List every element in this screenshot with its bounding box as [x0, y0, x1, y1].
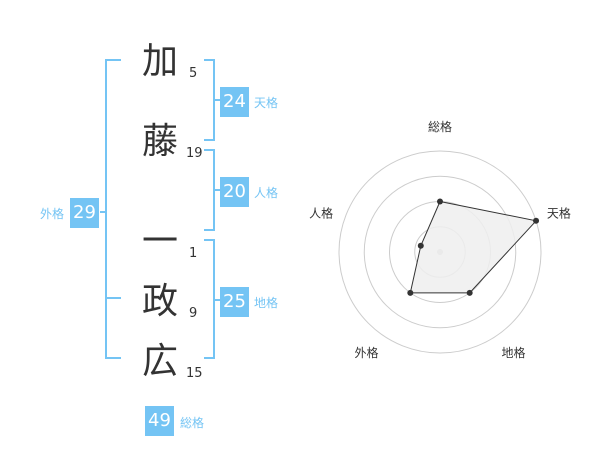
stroke-count-2: 19: [186, 146, 203, 161]
stroke-count-4: 9: [189, 306, 198, 321]
soukaku-label: 総格: [180, 416, 205, 430]
radar-axis-label-2: 天格: [547, 205, 571, 220]
name-char-2: 藤: [141, 121, 178, 162]
gaikaku-label: 外格: [40, 207, 65, 221]
jinkaku-label: 人格: [254, 186, 279, 200]
radar-ring: [363, 175, 517, 329]
gaikaku-bracket: [105, 59, 121, 359]
stroke-count-5: 15: [186, 366, 203, 381]
name-char-1: 加: [141, 41, 178, 82]
radar-point-4: [407, 289, 414, 296]
stroke-count-1: 5: [189, 66, 198, 81]
chikaku-value: 25: [220, 287, 249, 317]
soukaku-value: 49: [145, 406, 174, 436]
tenkaku-value: 24: [220, 87, 249, 117]
radar-point-3: [466, 289, 473, 296]
radar-point-5: [417, 242, 424, 249]
jinkaku-value: 20: [220, 177, 249, 207]
radar-area: [409, 200, 538, 294]
chikaku-label: 地格: [254, 296, 279, 310]
radar-axis-label-5: 人格: [309, 205, 333, 220]
name-char-4: 政: [141, 281, 178, 322]
radar-point-1: [437, 198, 443, 205]
name-char-3: 一: [141, 221, 178, 262]
radar-axis-label-4: 外格: [355, 345, 379, 360]
tenkaku-label: 天格: [254, 96, 279, 110]
radar-axis-label-1: 総格: [428, 119, 452, 134]
radar-point-2: [533, 217, 540, 224]
radar-ring: [338, 150, 542, 354]
name-char-5: 広: [141, 341, 178, 382]
radar-axis-label-3: 地格: [501, 345, 525, 360]
stroke-count-3: 1: [189, 246, 198, 261]
gaikaku-value: 29: [70, 198, 99, 228]
